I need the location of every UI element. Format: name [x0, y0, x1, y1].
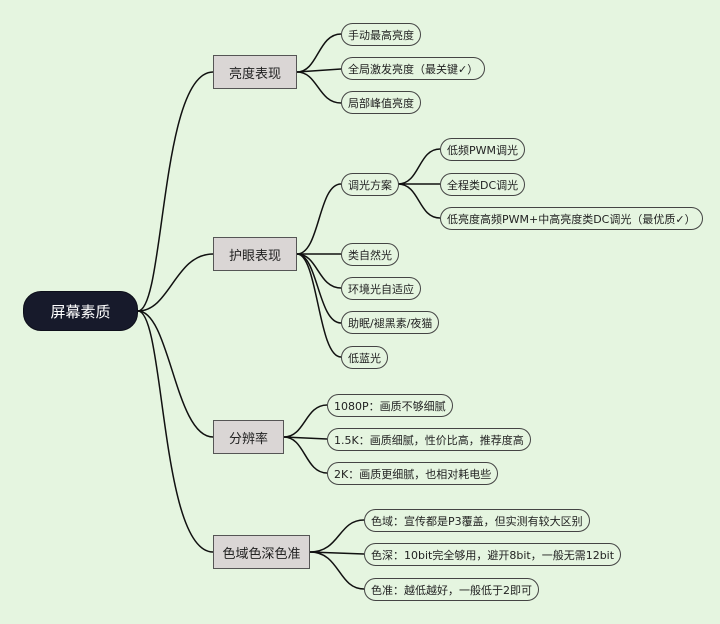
- leaf-local-peak-brightness[interactable]: 局部峰值亮度: [341, 91, 421, 114]
- branch-brightness[interactable]: 亮度表现: [213, 55, 297, 89]
- leaf-1080p[interactable]: 1080P：画质不够细腻: [327, 394, 453, 417]
- leaf-sleep-mode[interactable]: 助眠/褪黑素/夜猫: [341, 311, 440, 334]
- branch-color-gamut-depth-accuracy[interactable]: 色域色深色准: [213, 535, 310, 569]
- leaf-2k[interactable]: 2K：画质更细腻，也相对耗电些: [327, 462, 499, 485]
- leaf-low-blue-light[interactable]: 低蓝光: [341, 346, 388, 369]
- root-topic[interactable]: 屏幕素质: [23, 291, 138, 331]
- leaf-manual-max-brightness[interactable]: 手动最高亮度: [341, 23, 421, 46]
- leaf-color-accuracy[interactable]: 色准：越低越好，一般低于2即可: [364, 578, 539, 601]
- leaf-full-dc-dimming[interactable]: 全程类DC调光: [440, 173, 526, 196]
- leaf-low-freq-pwm[interactable]: 低频PWM调光: [440, 138, 526, 161]
- leaf-color-gamut[interactable]: 色域：宣传都是P3覆盖，但实测有较大区别: [364, 509, 590, 532]
- leaf-1-5k[interactable]: 1.5K：画质细腻，性价比高，推荐度高: [327, 428, 531, 451]
- leaf-color-depth[interactable]: 色深：10bit完全够用，避开8bit，一般无需12bit: [364, 543, 622, 566]
- leaf-global-brightness[interactable]: 全局激发亮度（最关键✓）: [341, 57, 486, 80]
- leaf-natural-light[interactable]: 类自然光: [341, 243, 399, 266]
- leaf-dimming-scheme[interactable]: 调光方案: [341, 173, 399, 196]
- leaf-hybrid-dimming[interactable]: 低亮度高频PWM+中高亮度类DC调光（最优质✓）: [440, 207, 703, 230]
- branch-eye-care[interactable]: 护眼表现: [213, 237, 297, 271]
- branch-resolution[interactable]: 分辨率: [213, 420, 284, 454]
- leaf-ambient-adaptive[interactable]: 环境光自适应: [341, 277, 421, 300]
